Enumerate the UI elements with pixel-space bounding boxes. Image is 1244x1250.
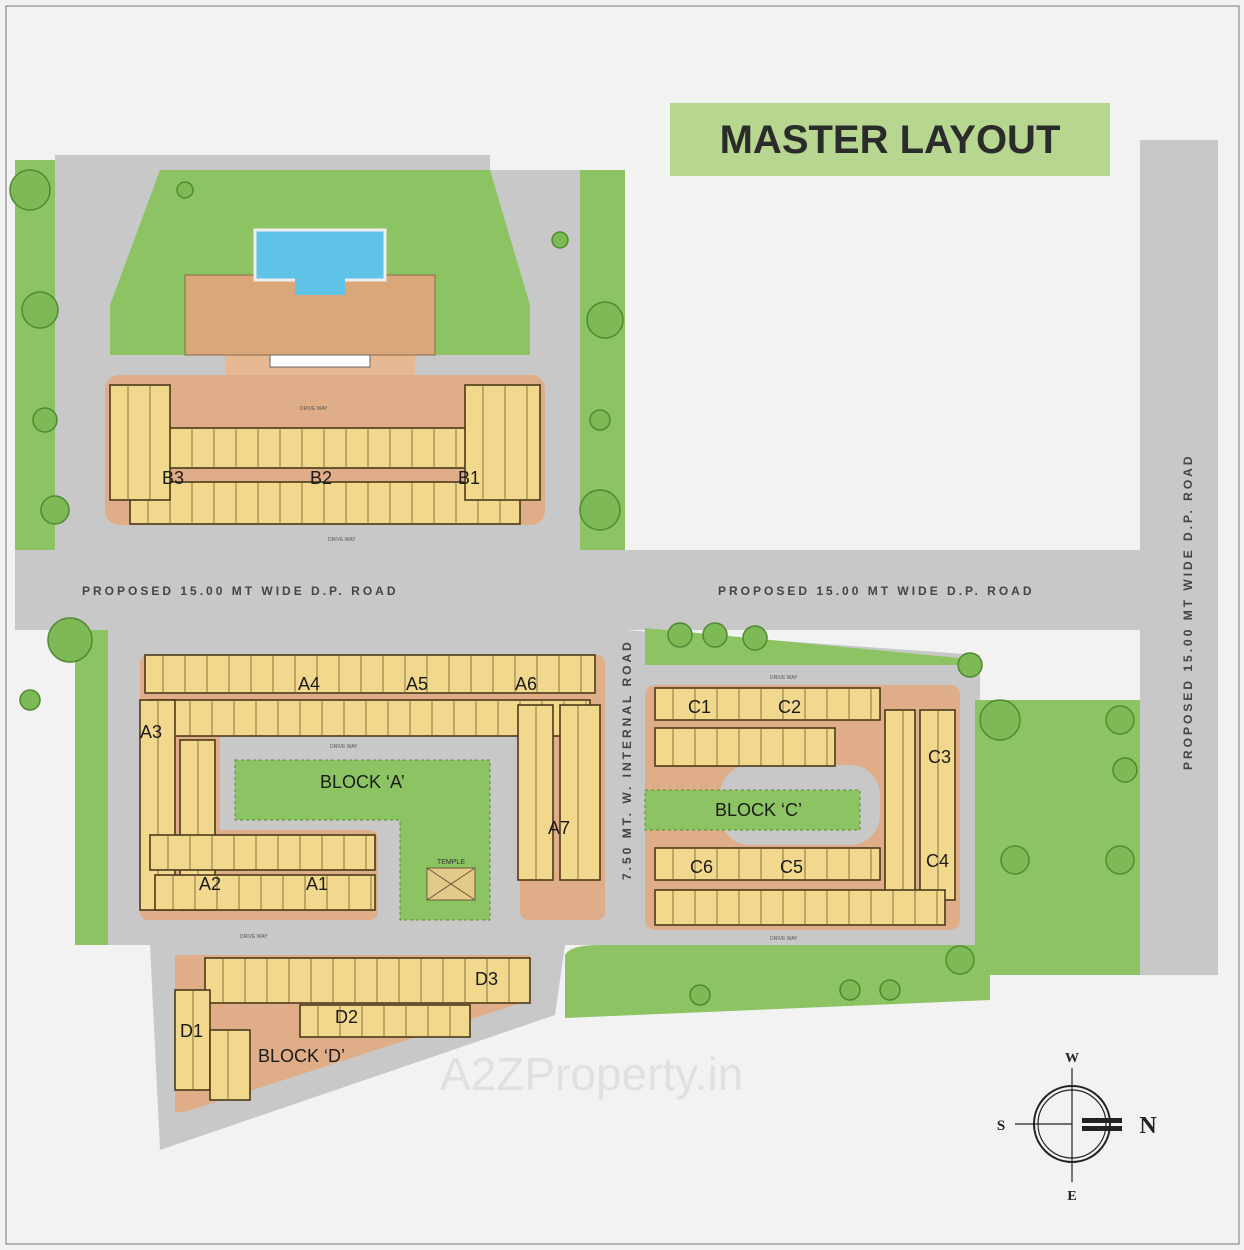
road-label-main-right: PROPOSED 15.00 MT WIDE D.P. ROAD: [718, 584, 1035, 598]
tree-icon: [9, 169, 51, 211]
title-box: MASTER LAYOUT: [670, 103, 1110, 176]
buildings: [109, 384, 956, 1101]
building-wing: [149, 699, 591, 737]
compass-rose: W E S N: [997, 1051, 1158, 1204]
drive-way-label: DRIVE WAY: [240, 934, 268, 940]
building-wing: [174, 989, 211, 1091]
building-wing: [654, 889, 946, 926]
building-label-c6: C6: [690, 857, 713, 877]
tree-icon: [839, 979, 861, 1001]
road-labels: PROPOSED 15.00 MT WIDE D.P. ROAD PROPOSE…: [82, 406, 1195, 942]
temple: TEMPLE: [426, 859, 476, 901]
building-label-c3: C3: [928, 747, 951, 767]
building-wing: [209, 1029, 251, 1101]
compass-north: N: [1139, 1113, 1157, 1139]
tree-icon: [19, 689, 41, 711]
road-label-main-left: PROPOSED 15.00 MT WIDE D.P. ROAD: [82, 584, 399, 598]
tree-icon: [1112, 757, 1138, 783]
building-label-a4: A4: [298, 674, 320, 694]
building-wing: [299, 1004, 471, 1038]
page-title: MASTER LAYOUT: [720, 118, 1061, 162]
building-wing: [654, 847, 881, 881]
building-wing: [154, 874, 376, 911]
building-wing: [109, 384, 171, 501]
block-label-a: BLOCK ‘A’: [320, 772, 405, 792]
clubhouse: [184, 228, 436, 385]
building-label-d3: D3: [475, 969, 498, 989]
tree-icon: [667, 622, 693, 648]
tree-icon: [879, 979, 901, 1001]
building-wing: [919, 709, 956, 901]
building-wing: [144, 654, 596, 694]
building-wing: [517, 704, 554, 881]
drive-way-label: DRIVE WAY: [770, 936, 798, 942]
road-label-vertical: PROPOSED 15.00 MT WIDE D.P. ROAD: [1181, 454, 1195, 771]
tree-icon: [689, 984, 711, 1006]
temple-label: TEMPLE: [437, 859, 465, 866]
tree-icon: [21, 291, 59, 329]
building-wing: [654, 727, 836, 767]
building-label-a3: A3: [140, 722, 162, 742]
building-wing: [149, 834, 376, 871]
watermark: A2ZProperty.in: [440, 1048, 743, 1100]
tree-icon: [979, 699, 1021, 741]
tree-icon: [579, 489, 621, 531]
tree-icon: [1105, 705, 1135, 735]
building-wing: [884, 709, 916, 901]
tree-icon: [957, 652, 983, 678]
building-wing: [204, 957, 531, 1004]
building-label-a1: A1: [306, 874, 328, 894]
building-label-c1: C1: [688, 697, 711, 717]
drive-way-label: DRIVE WAY: [770, 675, 798, 681]
building-label-b3: B3: [162, 468, 184, 488]
drive-way-label: DRIVE WAY: [330, 744, 358, 750]
compass-south: S: [997, 1118, 1005, 1134]
tree-icon: [32, 407, 58, 433]
tree-icon: [47, 617, 93, 663]
building-wing: [464, 384, 541, 501]
tree-icon: [742, 625, 768, 651]
tree-icon: [945, 945, 975, 975]
tree-icon: [589, 409, 611, 431]
trees: [9, 169, 1138, 1006]
building-label-a5: A5: [406, 674, 428, 694]
building-label-c2: C2: [778, 697, 801, 717]
building-wing: [129, 427, 521, 469]
building-label-b1: B1: [458, 468, 480, 488]
tree-icon: [40, 495, 70, 525]
drive-way-label: DRIVE WAY: [328, 537, 356, 543]
building-label-b2: B2: [310, 468, 332, 488]
building-label-d2: D2: [335, 1007, 358, 1027]
tree-icon: [1000, 845, 1030, 875]
block-label-d: BLOCK ‘D’: [258, 1046, 345, 1066]
frame: [5, 5, 1240, 1245]
building-label-a6: A6: [515, 674, 537, 694]
building-label-d1: D1: [180, 1021, 203, 1041]
tree-icon: [1105, 845, 1135, 875]
tree-icon: [586, 301, 624, 339]
building-wing: [559, 704, 601, 881]
building-labels: B3 B2 B1 A1 A2 A3 A4 A5 A6 A7 C1 C2 C3 C…: [140, 468, 951, 1066]
road-label-internal: 7.50 MT. W. INTERNAL ROAD: [620, 639, 634, 880]
tree-icon: [551, 231, 569, 249]
building-label-a7: A7: [548, 818, 570, 838]
building-wing: [129, 481, 521, 525]
block-label-c: BLOCK ‘C’: [715, 800, 802, 820]
building-wing: [654, 687, 881, 721]
tree-icon: [702, 622, 728, 648]
tree-icon: [176, 181, 194, 199]
compass-west: W: [1065, 1051, 1079, 1066]
building-label-a2: A2: [199, 874, 221, 894]
building-label-c4: C4: [926, 851, 949, 871]
building-label-c5: C5: [780, 857, 803, 877]
north-arrow-icon: [1082, 1118, 1122, 1123]
compass-east: E: [1067, 1189, 1076, 1204]
drive-way-label: DRIVE WAY: [300, 406, 328, 412]
